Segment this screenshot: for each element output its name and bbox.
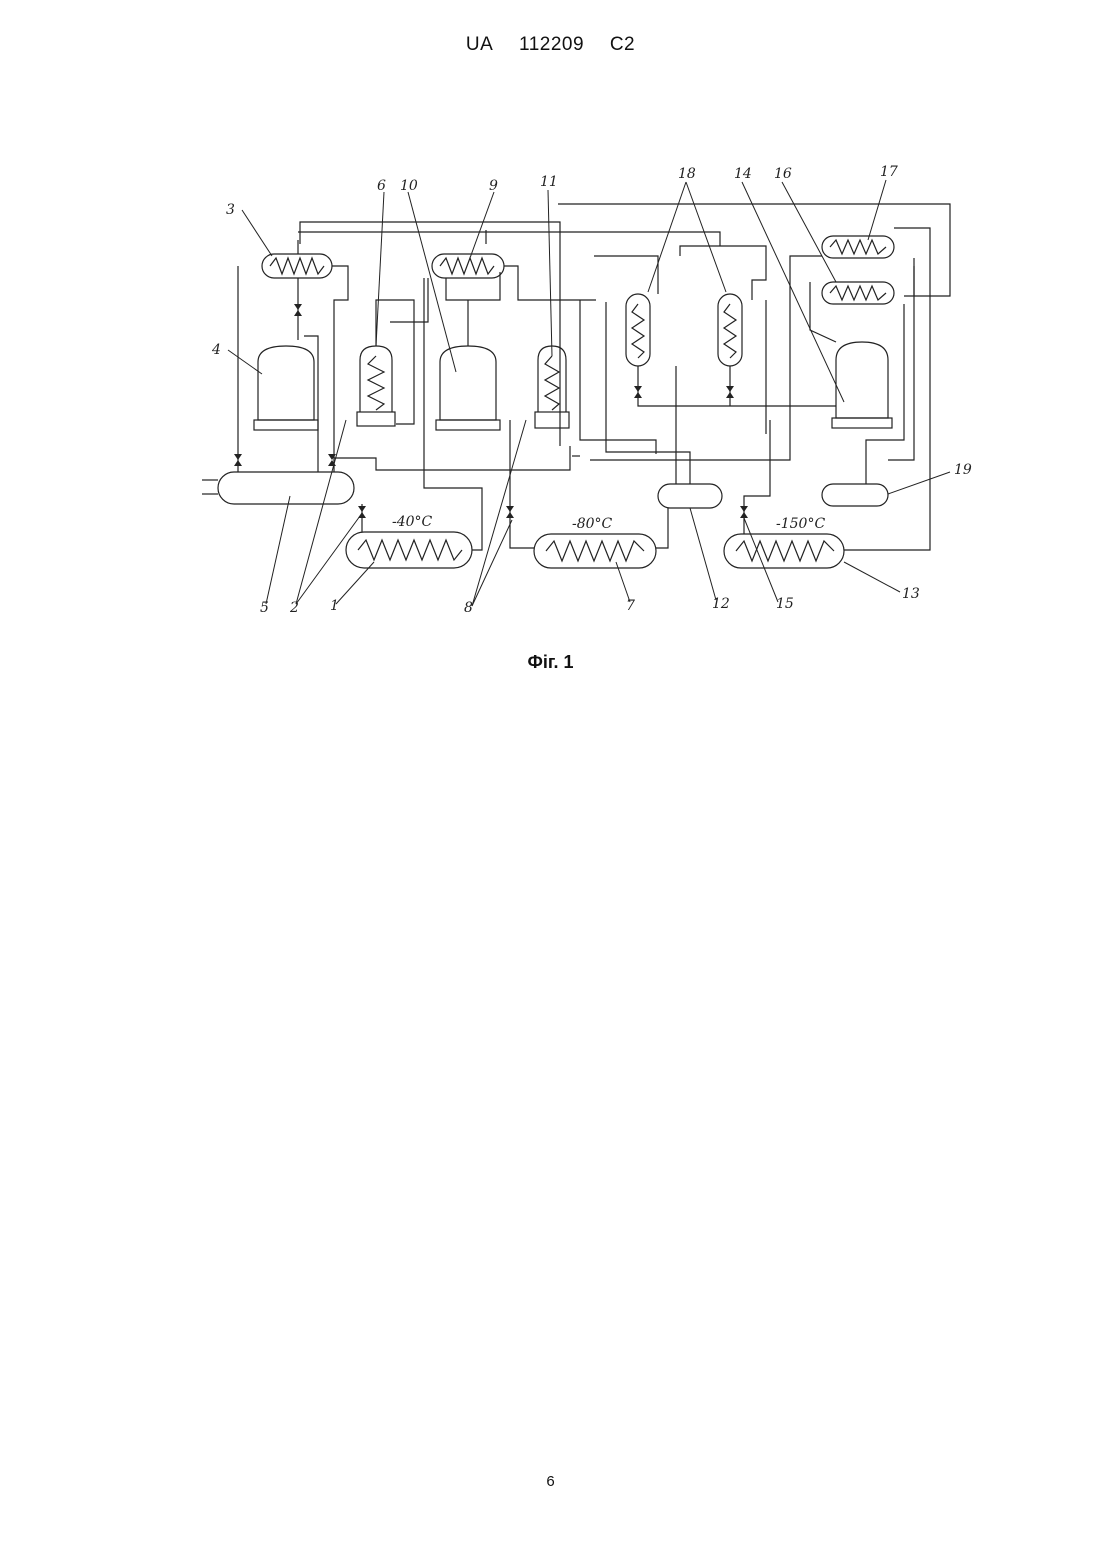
callout-16: 16 — [774, 166, 792, 182]
patent-number: 112209 — [519, 34, 584, 55]
page-number: 6 — [0, 1473, 1101, 1490]
callout-3: 3 — [226, 202, 235, 218]
callout-14: 14 — [734, 166, 752, 182]
patent-kind: C2 — [610, 34, 635, 55]
callout-8: 8 — [464, 600, 473, 616]
callout-19: 19 — [954, 462, 972, 478]
figure-caption: Фіг. 1 — [0, 652, 1101, 673]
callout-7: 7 — [626, 598, 635, 614]
callout-1: 1 — [330, 598, 339, 614]
unit-6-vessel — [360, 346, 392, 412]
callout-4: 4 — [211, 342, 221, 358]
unit-5-receiver — [218, 472, 354, 504]
temperature-label-2: -80°C — [572, 516, 613, 532]
unit-1-evaporator — [346, 532, 472, 568]
callout-5: 5 — [260, 600, 269, 616]
unit-4-compressor — [258, 346, 314, 420]
unit-9-exchanger — [432, 254, 504, 278]
unit-17-exchanger — [822, 236, 894, 258]
callout-11: 11 — [540, 174, 558, 190]
refrigeration-schematic: -40°C -80°C -150°C 1 2 3 4 5 6 7 8 9 10 … — [195, 158, 985, 628]
callout-18: 18 — [678, 166, 696, 182]
unit-12-tank — [658, 484, 722, 508]
callout-15: 15 — [776, 596, 794, 612]
unit-10-compressor — [440, 346, 496, 420]
unit-7-evaporator — [534, 534, 656, 568]
callout-13: 13 — [902, 586, 920, 602]
callout-12: 12 — [712, 596, 730, 612]
callout-9: 9 — [489, 178, 498, 194]
callout-17: 17 — [880, 164, 898, 180]
unit-19-tank — [822, 484, 888, 506]
callout-10: 10 — [400, 178, 418, 194]
temperature-label-3: -150°C — [776, 516, 825, 532]
callout-6: 6 — [377, 178, 386, 194]
patent-country: UA — [466, 34, 493, 55]
unit-16-exchanger — [822, 282, 894, 304]
unit-13-evaporator — [724, 534, 844, 568]
unit-14-compressor — [836, 342, 888, 418]
temperature-label-1: -40°C — [392, 514, 433, 530]
patent-header: UA 112209 C2 — [0, 34, 1101, 56]
